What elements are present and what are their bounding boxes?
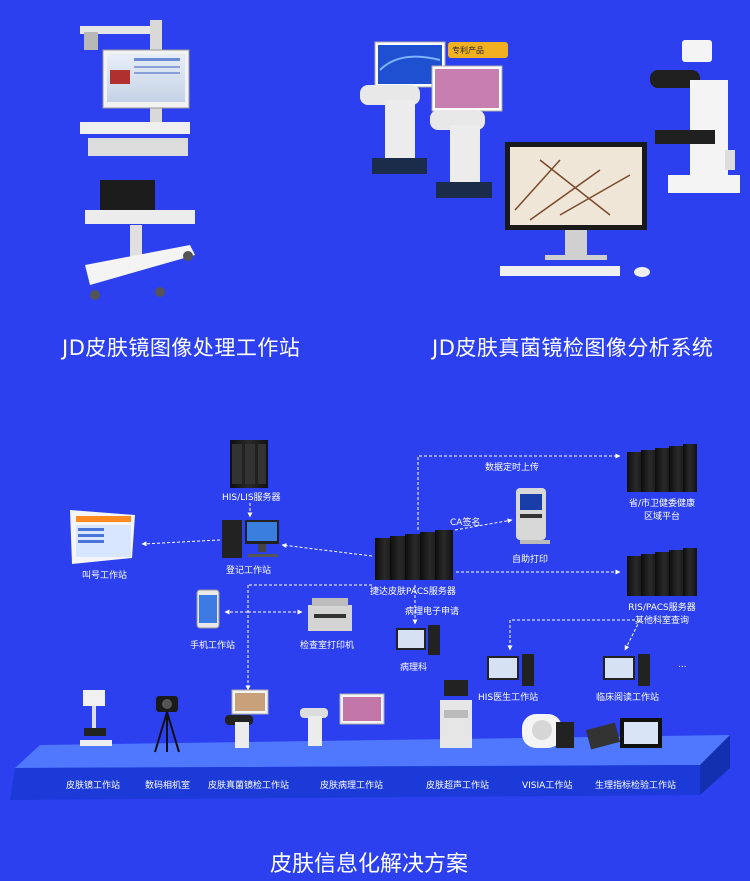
register-workstation-image <box>222 520 279 558</box>
ris-pacs-server-image <box>627 548 697 596</box>
label-pathology-request: 病理电子申请 <box>405 607 460 617</box>
caption-dermoscopy-workstation: JD皮肤镜图像处理工作站 <box>62 336 301 360</box>
platform-pathology-microscope <box>300 693 385 746</box>
platform-visia <box>522 714 574 748</box>
platform-label-ultrasound: 皮肤超声工作站 <box>426 781 490 791</box>
his-doctor-station-image <box>487 654 534 686</box>
patent-badge: 专利产品 <box>452 46 484 55</box>
label-exam-printer: 检查室打印机 <box>300 641 355 651</box>
regional-platform-server-image <box>627 444 697 492</box>
platform-dermoscopy-cart <box>80 690 112 746</box>
footer-title: 皮肤信息化解决方案 <box>270 852 469 877</box>
label-ris-pacs-server: RIS/PACS服务器 其他科室查询 <box>628 603 696 626</box>
platform-label-physiology: 生理指标检验工作站 <box>595 781 677 791</box>
label-pathology-dept: 病理科 <box>400 663 428 673</box>
self-print-kiosk-image <box>516 488 550 544</box>
pathology-workstation-image <box>396 625 440 655</box>
call-station-image <box>70 510 135 564</box>
platform-fungal-microscope <box>225 689 269 748</box>
platform-label-pathology: 皮肤病理工作站 <box>320 781 384 791</box>
platform-physiology-devices <box>585 718 662 750</box>
label-clinical-reading-station: 临床阅读工作站 <box>596 693 660 703</box>
microscope-system-image <box>360 40 740 277</box>
platform-label-fungal: 皮肤真菌镜检工作站 <box>208 781 290 791</box>
dermoscopy-cart-image <box>80 20 195 300</box>
clinical-reading-station-image <box>603 654 650 686</box>
label-data-upload: 数据定时上传 <box>485 463 540 473</box>
label-call-station: 叫号工作站 <box>82 571 128 581</box>
his-lis-server-image <box>230 440 268 488</box>
label-mobile-station: 手机工作站 <box>190 641 236 651</box>
label-regional-platform: 省/市卫健委健康 区域平台 <box>628 499 696 522</box>
label-pacs-server: 捷达皮肤PACS服务器 <box>370 587 456 597</box>
label-ca-sign: CA签名 <box>450 518 481 528</box>
mobile-phone-image <box>196 589 220 629</box>
connection-lines <box>141 453 641 691</box>
platform-label-camera: 数码相机室 <box>145 781 191 791</box>
platform-label-visia: VISIA工作站 <box>522 781 573 791</box>
pacs-server-image <box>375 530 453 580</box>
label-his-lis-server: HIS/LIS服务器 <box>222 493 281 503</box>
platform-ultrasound <box>440 680 472 748</box>
caption-fungal-analysis-system: JD皮肤真菌镜检图像分析系统 <box>432 336 714 360</box>
label-his-doctor-station: HIS医生工作站 <box>478 693 539 703</box>
label-self-print: 自助打印 <box>512 555 549 565</box>
platform-camera <box>154 696 180 753</box>
label-ellipsis: ... <box>678 660 687 670</box>
label-register-station: 登记工作站 <box>226 566 272 576</box>
exam-printer-image <box>308 598 352 631</box>
platform-label-dermoscopy: 皮肤镜工作站 <box>66 781 121 791</box>
